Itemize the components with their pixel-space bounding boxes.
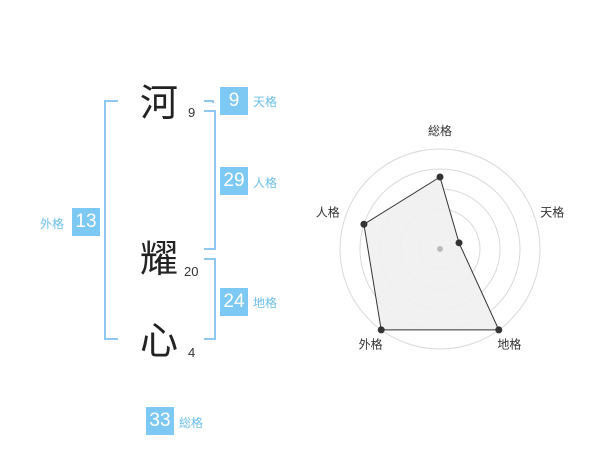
radar-axis-label-2: 天格 [540,205,564,220]
name-char-2-strokes: 20 [184,264,199,279]
gaikaku-bracket [104,100,118,340]
radar-point-1 [436,173,444,181]
name-char-1-strokes: 9 [188,105,196,120]
jinkaku-value: 29 [220,167,248,195]
radar-ring [339,148,541,350]
radar-center [437,246,443,252]
soukaku-label: 総格 [179,416,204,430]
radar-point-2 [455,239,463,247]
name-char-1: 河 [140,81,179,125]
radar-axis-label-4: 外格 [359,337,383,352]
tenkaku-value: 9 [220,87,248,115]
soukaku-value: 33 [146,407,174,435]
radar-axis-label-3: 地格 [497,337,521,352]
radar-axis-label-5: 人格 [316,205,340,220]
radar-point-4 [377,326,385,334]
chikaku-value: 24 [220,288,248,316]
chikaku-bracket [204,258,216,340]
tenkaku-bracket [204,100,214,103]
name-char-2: 耀 [140,237,179,281]
name-char-3: 心 [140,319,179,363]
jinkaku-bracket [204,110,216,250]
radar-axis-label-1: 総格 [428,123,452,138]
radar-point-3 [495,326,503,334]
gaikaku-label: 外格 [40,217,65,231]
radar-area [363,176,500,331]
tenkaku-label: 天格 [253,95,278,109]
radar-point-5 [360,220,368,228]
gaikaku-value: 13 [72,208,100,236]
jinkaku-label: 人格 [253,176,278,190]
name-char-3-strokes: 4 [188,345,196,360]
chikaku-label: 地格 [253,296,278,310]
